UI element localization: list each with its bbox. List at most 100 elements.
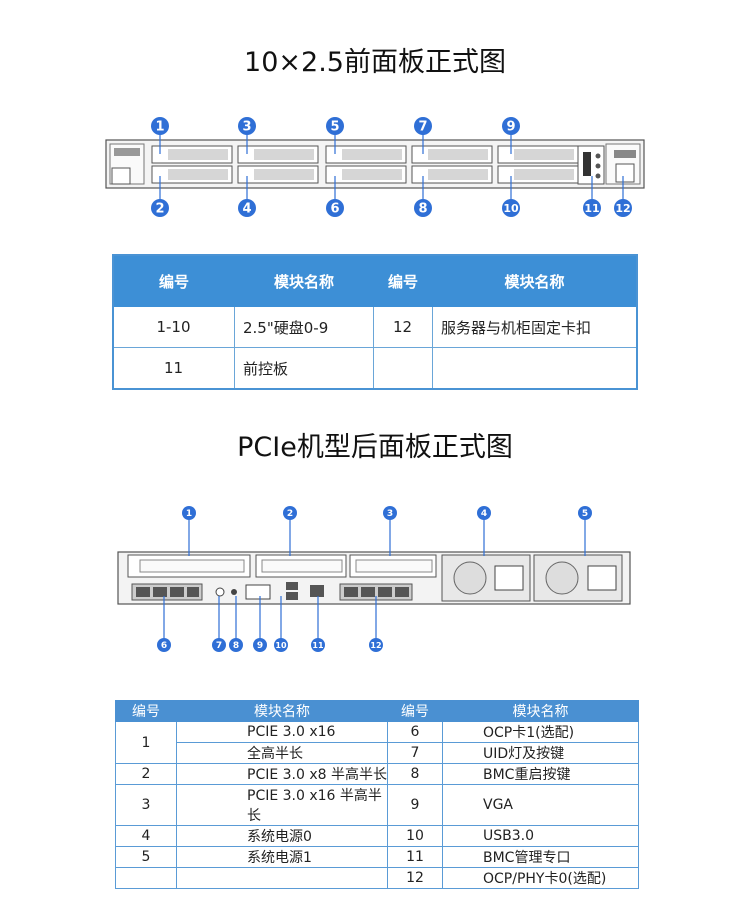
callout-marker: 4 <box>477 506 491 556</box>
drive-grille <box>342 149 402 160</box>
table-row: 5 系统电源1 11 BMC管理专口 <box>115 846 639 868</box>
table-cell: PCIE 3.0 x16 <box>176 721 388 743</box>
table-header: 编号 <box>112 254 235 307</box>
table-cell <box>176 867 388 889</box>
callout-circle <box>311 638 325 652</box>
callout-label: 10 <box>503 202 519 215</box>
table-header: 编号 <box>387 700 443 722</box>
table-cell <box>373 347 433 390</box>
callout-circle <box>238 117 256 135</box>
callout-circle <box>151 199 169 217</box>
table-row: 12 OCP/PHY卡0(选配) <box>115 867 639 889</box>
callout-marker: 11 <box>583 176 601 217</box>
drive-grille <box>168 169 228 180</box>
table-cell: 3 <box>115 784 177 826</box>
callout-circle <box>326 199 344 217</box>
callout-label: 4 <box>481 509 487 519</box>
drive-grille <box>514 149 574 160</box>
callout-marker: 5 <box>578 506 592 556</box>
table-row: 1-10 2.5"硬盘0-9 12 服务器与机柜固定卡扣 <box>112 306 638 348</box>
table-cell: 系统电源0 <box>176 825 388 847</box>
drive-grille <box>254 149 314 160</box>
table-row: 1 PCIE 3.0 x16 6 OCP卡1(选配) <box>115 721 639 764</box>
table-cell: 11 <box>112 347 235 390</box>
table-cell: OCP/PHY卡0(选配) <box>442 867 639 889</box>
callout-marker: 1 <box>151 117 169 154</box>
callout-marker: 12 <box>369 596 383 652</box>
table-cell: 2 <box>115 763 177 785</box>
rear-panel-table: 编号 模块名称 编号 模块名称 1 PCIE 3.0 x16 6 OCP卡1(选… <box>115 700 639 889</box>
callout-label: 6 <box>330 202 339 217</box>
drive-grille <box>168 149 228 160</box>
table-cell: 2.5"硬盘0-9 <box>234 306 374 348</box>
table-header-row: 编号 模块名称 编号 模块名称 <box>112 254 638 307</box>
callout-label: 7 <box>418 120 427 135</box>
callout-label: 12 <box>370 641 381 650</box>
callout-circle <box>253 638 267 652</box>
table-cell: 系统电源1 <box>176 846 388 868</box>
callout-circle <box>238 199 256 217</box>
callout-circle <box>151 117 169 135</box>
drive-grille <box>514 169 574 180</box>
table-header: 编号 <box>115 700 177 722</box>
table-cell: 6 <box>387 721 443 743</box>
table-cell: 8 <box>387 763 443 785</box>
callout-circle <box>182 506 196 520</box>
callout-circle <box>326 117 344 135</box>
callout-circle <box>583 199 601 217</box>
table-cell: 服务器与机柜固定卡扣 <box>432 306 638 348</box>
callout-circle <box>502 117 520 135</box>
table-cell: 全高半长 <box>176 742 388 764</box>
callout-circle <box>578 506 592 520</box>
callout-circle <box>502 199 520 217</box>
callout-label: 1 <box>155 120 164 135</box>
callout-label: 1 <box>186 509 192 519</box>
table-row: 全高半长 7 UID灯及按键 <box>116 742 639 764</box>
callout-circle <box>369 638 383 652</box>
callout-marker: 3 <box>383 506 397 556</box>
table-cell: 4 <box>115 825 177 847</box>
table-cell: PCIE 3.0 x8 半高半长 <box>176 763 388 785</box>
table-row: 3 PCIE 3.0 x16 半高半长 9 VGA <box>115 784 639 826</box>
callout-label: 2 <box>287 509 293 519</box>
table-cell <box>432 347 638 390</box>
callout-marker: 10 <box>274 596 288 652</box>
table-header: 模块名称 <box>442 700 639 722</box>
callout-circle <box>229 638 243 652</box>
callout-label: 8 <box>418 202 427 217</box>
callout-marker: 2 <box>283 506 297 556</box>
table-cell: 1 <box>115 721 177 764</box>
callout-marker: 9 <box>253 596 267 652</box>
callout-marker: 5 <box>326 117 344 154</box>
drive-grille <box>428 169 488 180</box>
callout-circle <box>614 199 632 217</box>
table-cell: 5 <box>115 846 177 868</box>
drive-grille <box>342 169 402 180</box>
callout-circle <box>283 506 297 520</box>
table-cell: 10 <box>387 825 443 847</box>
callout-label: 11 <box>584 202 599 215</box>
table-row: 11 前控板 <box>112 347 638 390</box>
callout-marker: 7 <box>212 596 226 652</box>
callout-marker: 8 <box>229 596 243 652</box>
callout-marker: 8 <box>414 176 432 217</box>
rear-panel-title: PCIe机型后面板正式图 <box>237 432 513 463</box>
table-header: 模块名称 <box>176 700 388 722</box>
callout-circle <box>414 117 432 135</box>
callout-label: 7 <box>216 641 222 651</box>
callout-marker: 1 <box>182 506 196 556</box>
table-row: 4 系统电源0 10 USB3.0 <box>115 825 639 847</box>
callout-marker: 6 <box>326 176 344 217</box>
table-cell: 9 <box>387 784 443 826</box>
callout-label: 9 <box>506 120 515 135</box>
callout-circle <box>274 638 288 652</box>
callout-label: 5 <box>330 120 339 135</box>
callout-label: 2 <box>155 202 164 217</box>
callout-marker: 9 <box>502 117 520 154</box>
table-cell: 前控板 <box>234 347 374 390</box>
callout-marker: 10 <box>502 176 520 217</box>
callout-marker: 7 <box>414 117 432 154</box>
table-cell: BMC重启按键 <box>442 763 639 785</box>
front-panel-title: 10×2.5前面板正式图 <box>244 47 506 78</box>
